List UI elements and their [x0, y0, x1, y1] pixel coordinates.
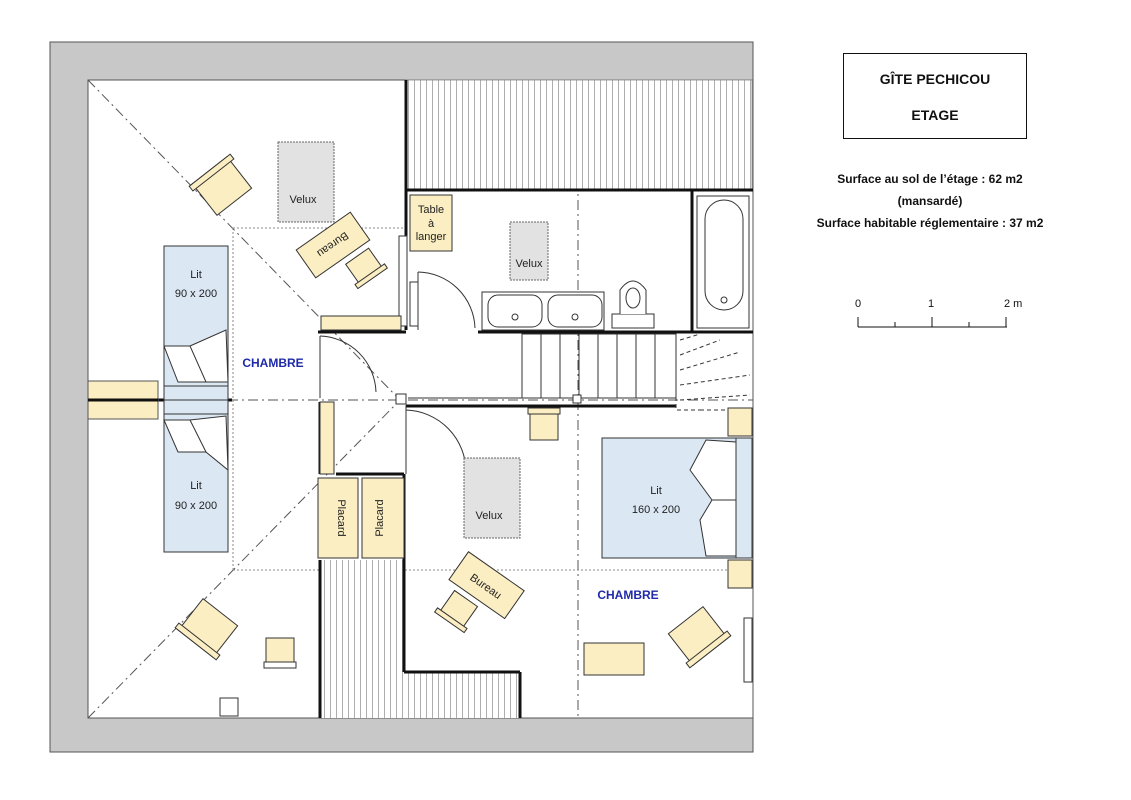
bed-double-label: Lit [650, 485, 662, 497]
bed-bottom-size: 90 x 200 [175, 500, 217, 512]
bed-top: Lit 90 x 200 [163, 245, 229, 401]
radiator [743, 617, 753, 683]
armchair-top-left [188, 153, 253, 217]
bed-bottom: Lit 90 x 200 [163, 399, 229, 553]
nightstand-top [727, 407, 753, 437]
bed-double: Lit 160 x 200 [601, 437, 753, 559]
bed-double-size: 160 x 200 [632, 504, 680, 516]
bed-bottom-label: Lit [190, 480, 202, 492]
hatched-zones [320, 79, 753, 718]
scale-label-2: 2 m [1004, 298, 1023, 310]
left-window [87, 380, 159, 420]
scale-bar [857, 317, 1007, 328]
changing-table: Table à langer [409, 194, 453, 252]
closet-label-2: Placard [374, 499, 386, 536]
desk-top: Bureau [295, 211, 371, 279]
surface-sol-text: Surface au sol de l’étage : 62 m2 [837, 172, 1023, 186]
title-box: GÎTE PECHICOU ETAGE [843, 53, 1027, 139]
table-label-3: langer [416, 231, 447, 243]
table-label-2: à [428, 218, 435, 230]
armchair-right [667, 605, 732, 669]
desk-chair-top [344, 247, 389, 290]
chair-bottom-left [263, 637, 297, 669]
desk-bottom: Bureau [448, 551, 525, 620]
armchair-bottom-left [174, 597, 239, 661]
bathroom [398, 195, 750, 331]
plan-title: GÎTE PECHICOU [879, 71, 991, 87]
bed-top-size: 90 x 200 [175, 288, 217, 300]
bed-top-label: Lit [190, 269, 202, 281]
nightstand-bottom [727, 559, 753, 589]
velux-bottom: Velux [463, 457, 521, 539]
plan-subtitle: ETAGE [911, 107, 959, 123]
velux-bathroom: Velux [509, 221, 549, 281]
velux-top-left: Velux [277, 141, 335, 223]
chair-landing [527, 407, 561, 441]
room-label-chambre-left: CHAMBRE [242, 356, 303, 370]
velux-label: Velux [290, 194, 317, 206]
stair-winders [675, 333, 751, 411]
surface-habitable-text: Surface habitable réglementaire : 37 m2 [816, 216, 1044, 230]
velux-label: Velux [516, 258, 543, 270]
doors [319, 271, 476, 474]
scale-label-0: 0 [855, 298, 862, 310]
desk-chair-bottom [433, 589, 479, 634]
velux-label: Velux [476, 510, 503, 522]
table-label-1: Table [418, 204, 444, 216]
interior-walls [88, 80, 753, 718]
room-label-chambre-right: CHAMBRE [597, 588, 658, 602]
bench [583, 642, 645, 676]
closets: Placard Placard [317, 401, 405, 559]
low-shelf [320, 315, 402, 331]
scale-label-1: 1 [928, 298, 935, 310]
small-box [219, 697, 239, 717]
closet-label-1: Placard [335, 499, 347, 536]
mansarde-text: (mansardé) [897, 194, 963, 208]
landing-post [395, 393, 407, 405]
